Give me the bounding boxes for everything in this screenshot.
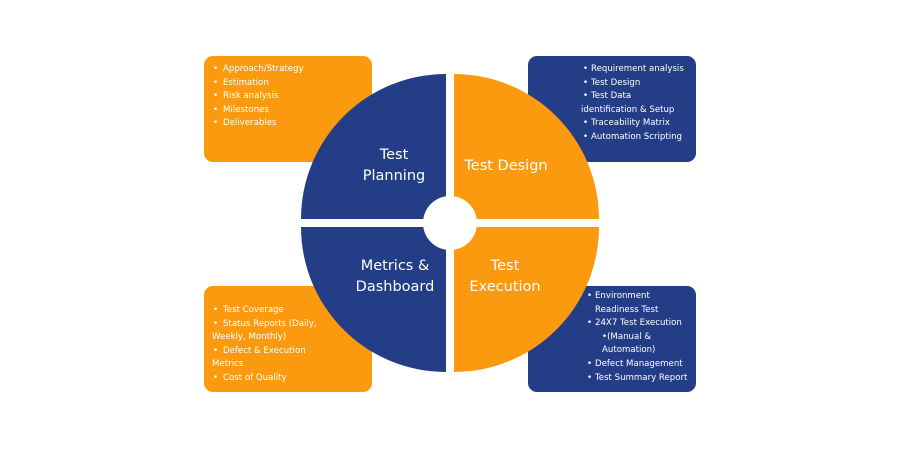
planning-label-line: Planning xyxy=(362,168,426,184)
execution-item: Environment xyxy=(586,290,688,304)
planning-item: Risk analysis xyxy=(212,90,364,104)
execution-item-continuation: •(Manual & xyxy=(602,331,652,342)
design-item-continuation: identification & Setup xyxy=(581,104,675,115)
metrics-label-line: Metrics & xyxy=(360,258,430,274)
planning-label-line: Test xyxy=(379,147,409,163)
design-details-box: Requirement analysis Test Design Test Da… xyxy=(528,56,696,162)
center-hole xyxy=(423,196,477,250)
planning-item: Estimation xyxy=(212,77,364,91)
planning-details-box: Approach/Strategy Estimation Risk analys… xyxy=(204,56,372,162)
metrics-item: Defect & Execution xyxy=(212,345,364,359)
planning-item: Deliverables xyxy=(212,117,364,131)
metrics-quadrant xyxy=(301,227,446,372)
design-item: Requirement analysis xyxy=(582,63,688,77)
metrics-details-box: Test Coverage Status Reports (Daily, Wee… xyxy=(204,286,372,392)
execution-quadrant xyxy=(454,227,599,372)
metrics-item-continuation: Metrics xyxy=(212,359,244,370)
execution-item: Test Summary Report xyxy=(586,372,688,386)
execution-item: 24X7 Test Execution xyxy=(586,317,688,331)
planning-label: Test Planning xyxy=(344,145,444,187)
planning-quadrant xyxy=(301,74,446,219)
metrics-label: Metrics & Dashboard xyxy=(345,256,445,298)
design-quadrant xyxy=(454,74,599,219)
metrics-item: Status Reports (Daily, xyxy=(212,318,364,332)
execution-item-continuation: Automation) xyxy=(602,345,656,356)
execution-label-line: Execution xyxy=(469,279,541,295)
metrics-item-continuation: Weekly, Monthly) xyxy=(212,332,287,343)
design-item: Traceability Matrix xyxy=(582,117,688,131)
execution-item: Defect Management xyxy=(586,358,688,372)
metrics-item: Test Coverage xyxy=(212,304,364,318)
execution-label: Test Execution xyxy=(455,256,555,298)
execution-item-continuation: Readiness Test xyxy=(595,304,659,315)
design-item: Automation Scripting xyxy=(582,131,688,145)
planning-item: Approach/Strategy xyxy=(212,63,364,77)
metrics-label-line: Dashboard xyxy=(355,279,435,295)
design-item: Test Design xyxy=(582,77,688,91)
planning-item: Milestones xyxy=(212,104,364,118)
design-label-text: Test Design xyxy=(464,158,548,174)
design-label: Test Design xyxy=(456,156,556,177)
execution-label-line: Test xyxy=(490,258,520,274)
metrics-item: Cost of Quality xyxy=(212,372,364,386)
design-item: Test Data xyxy=(582,90,688,104)
